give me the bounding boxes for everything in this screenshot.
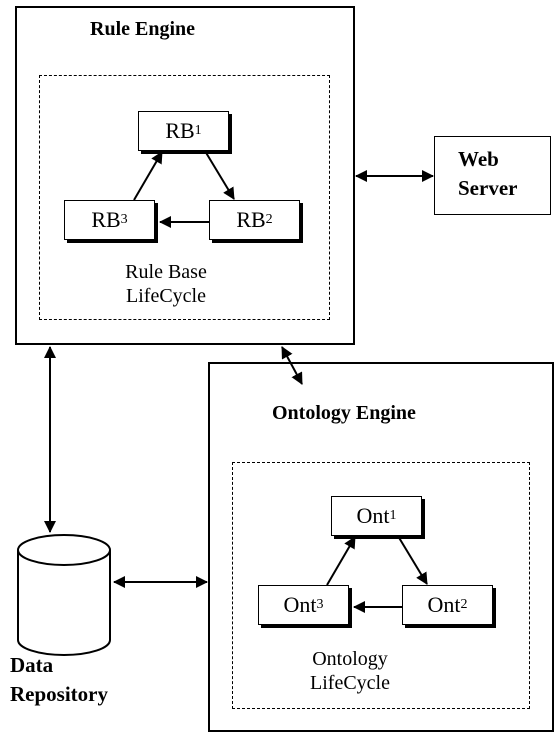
- rb2-subscript: 2: [265, 212, 273, 227]
- ontology-caption-line2: LifeCycle: [310, 672, 390, 694]
- ont3-subscript: 3: [316, 597, 324, 612]
- rule-base-lifecycle-caption: Rule Base LifeCycle: [96, 260, 236, 308]
- data-repository-line2: Repository: [10, 682, 108, 706]
- rb2-label: RB: [236, 207, 266, 232]
- data-repository-label: Data Repository: [10, 651, 108, 709]
- arrow-rb1-to-rb2: [204, 150, 235, 200]
- ontology-caption-line1: Ontology: [312, 648, 388, 670]
- rb3-subscript: 3: [120, 212, 128, 227]
- ontology-engine-title: Ontology Engine: [272, 402, 416, 424]
- data-repository-line1: Data: [10, 653, 54, 677]
- rule-engine-title: Rule Engine: [90, 18, 196, 40]
- rule-base-caption-line2: LifeCycle: [126, 285, 206, 307]
- web-server-line2: Server: [458, 176, 518, 200]
- web-server-label: Web Server: [458, 145, 517, 203]
- rule-engine-box: [15, 6, 355, 345]
- arrow-ont1-to-ont2: [397, 535, 428, 585]
- arrow-ont3-to-ont1: [326, 536, 356, 586]
- arrow-rb3-to-rb1: [133, 151, 163, 201]
- rb1-label: RB: [165, 118, 195, 143]
- ont1-label: Ont: [356, 503, 390, 528]
- ontology-lifecycle-region: [232, 462, 530, 709]
- web-server-box: [434, 136, 551, 215]
- ont1-subscript: 1: [389, 508, 397, 523]
- database-cylinder-icon: [17, 534, 111, 656]
- ontology-engine-box: [208, 362, 554, 732]
- rb3-label: RB: [91, 207, 121, 232]
- rule-base-lifecycle-region: [39, 75, 330, 320]
- rb1-subscript: 1: [194, 123, 202, 138]
- ont2-subscript: 2: [460, 597, 468, 612]
- rule-base-caption-line1: Rule Base: [125, 261, 207, 283]
- ont3-label: Ont: [283, 592, 317, 617]
- ontology-lifecycle-caption: Ontology LifeCycle: [280, 647, 420, 695]
- arrow-rule-engine-ontology-engine: [281, 346, 303, 385]
- web-server-line1: Web: [458, 147, 499, 171]
- ont2-label: Ont: [427, 592, 461, 617]
